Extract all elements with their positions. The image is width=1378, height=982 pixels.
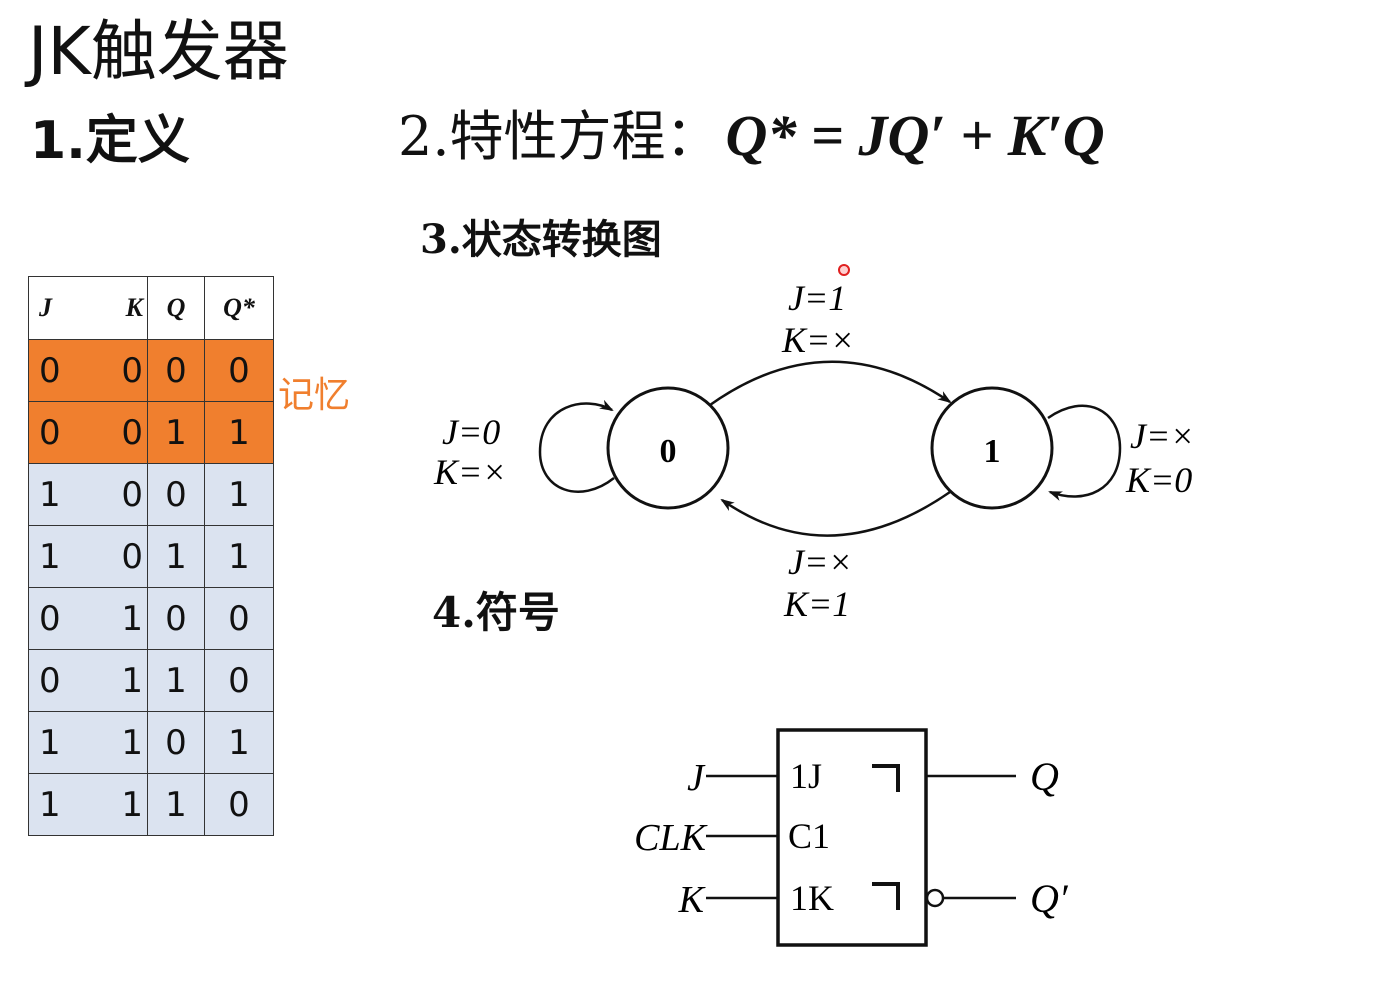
table-row: 0 0 0 0 xyxy=(28,339,274,402)
table-cell: 1 xyxy=(204,463,274,526)
left-j-label: J=0 xyxy=(442,412,500,452)
table-cell: 0 xyxy=(147,339,205,402)
table-cell: 0 xyxy=(91,525,148,588)
truth-table: J K Q Q* 0 0 0 0 0 0 1 1 1 0 0 1 1 0 1 1 xyxy=(28,276,274,836)
table-cell: 0 xyxy=(204,339,274,402)
section-definition-heading: 1.定义 xyxy=(30,111,190,171)
state-0-circle xyxy=(606,386,730,510)
table-cell: 0 xyxy=(204,587,274,650)
table-row: 1 0 1 1 xyxy=(28,525,274,588)
input-clk-label: CLK xyxy=(634,817,707,859)
table-cell: 1 xyxy=(28,773,91,836)
symbol-box xyxy=(776,728,928,947)
table-cell: 1 xyxy=(28,463,91,526)
table-cell: 1 xyxy=(147,773,205,836)
table-cell: 0 xyxy=(147,463,205,526)
self-loop-1 xyxy=(1047,404,1122,501)
table-cell: 1 xyxy=(91,649,148,712)
table-cell: 1 xyxy=(91,587,148,650)
jk-flipflop-symbol: 1J C1 1K J CLK K Q Q′ xyxy=(634,728,1069,947)
top-j-label: J=1 xyxy=(788,278,846,318)
table-cell: 0 xyxy=(28,587,91,650)
table-cell: 1 xyxy=(147,649,205,712)
table-cell: 1 xyxy=(91,711,148,774)
truth-table-header-row: J K Q Q* xyxy=(28,276,274,340)
state-1-circle xyxy=(930,386,1054,510)
table-cell: 1 xyxy=(204,711,274,774)
table-cell: 0 xyxy=(204,773,274,836)
state-1-label: 1 xyxy=(984,433,1001,470)
header-qstar: Q* xyxy=(204,276,274,340)
input-k-label: K xyxy=(678,879,706,921)
box-1k-label: 1K xyxy=(790,878,834,918)
left-k-label: K=× xyxy=(433,452,507,492)
table-cell: 0 xyxy=(28,649,91,712)
transition-1-to-0 xyxy=(720,490,951,537)
table-cell: 0 xyxy=(91,401,148,464)
section-state-diagram-heading: 3.状态转换图 xyxy=(420,216,662,263)
table-cell: 1 xyxy=(147,401,205,464)
table-cell: 0 xyxy=(28,339,91,402)
bottom-k-label: K=1 xyxy=(783,584,850,624)
bottom-j-label: J=× xyxy=(788,542,853,582)
table-cell: 0 xyxy=(28,401,91,464)
page-title: JK触发器 xyxy=(28,13,289,90)
transition-0-to-1 xyxy=(709,360,952,407)
characteristic-label: 2.特性方程： xyxy=(398,105,720,168)
header-j: J xyxy=(28,276,91,340)
table-row: 0 1 0 0 xyxy=(28,587,274,650)
pointer-dot xyxy=(838,264,850,276)
table-cell: 1 xyxy=(28,711,91,774)
table-cell: 0 xyxy=(91,339,148,402)
table-cell: 1 xyxy=(28,525,91,588)
memory-label: 记忆 xyxy=(278,375,351,416)
table-row: 1 1 1 0 xyxy=(28,773,274,836)
table-cell: 1 xyxy=(91,773,148,836)
state-0-label: 0 xyxy=(660,433,677,470)
right-j-label: J=× xyxy=(1130,416,1195,456)
input-j-label: J xyxy=(687,757,706,799)
section-characteristic-heading: 2.特性方程：Q* = JQ′ + K′Q xyxy=(398,104,1105,169)
right-k-label: K=0 xyxy=(1125,460,1192,500)
box-1j-label: 1J xyxy=(790,756,822,796)
table-row: 0 0 1 1 xyxy=(28,401,274,464)
section-symbol-heading: 4.符号 xyxy=(432,588,560,637)
inversion-bubble xyxy=(925,888,945,908)
postponed-output-mark xyxy=(872,882,900,910)
table-row: 1 1 0 1 xyxy=(28,711,274,774)
output-qn-label: Q′ xyxy=(1030,876,1069,921)
table-cell: 1 xyxy=(147,525,205,588)
top-k-label: K=× xyxy=(781,320,855,360)
self-loop-0 xyxy=(538,399,615,493)
postponed-output-mark xyxy=(872,764,900,792)
table-cell: 1 xyxy=(204,401,274,464)
output-q-label: Q xyxy=(1030,754,1059,799)
table-cell: 0 xyxy=(204,649,274,712)
box-c1-label: C1 xyxy=(788,816,830,856)
characteristic-equation: Q* = JQ′ + K′Q xyxy=(725,103,1105,168)
table-row: 0 1 1 0 xyxy=(28,649,274,712)
table-cell: 1 xyxy=(204,525,274,588)
